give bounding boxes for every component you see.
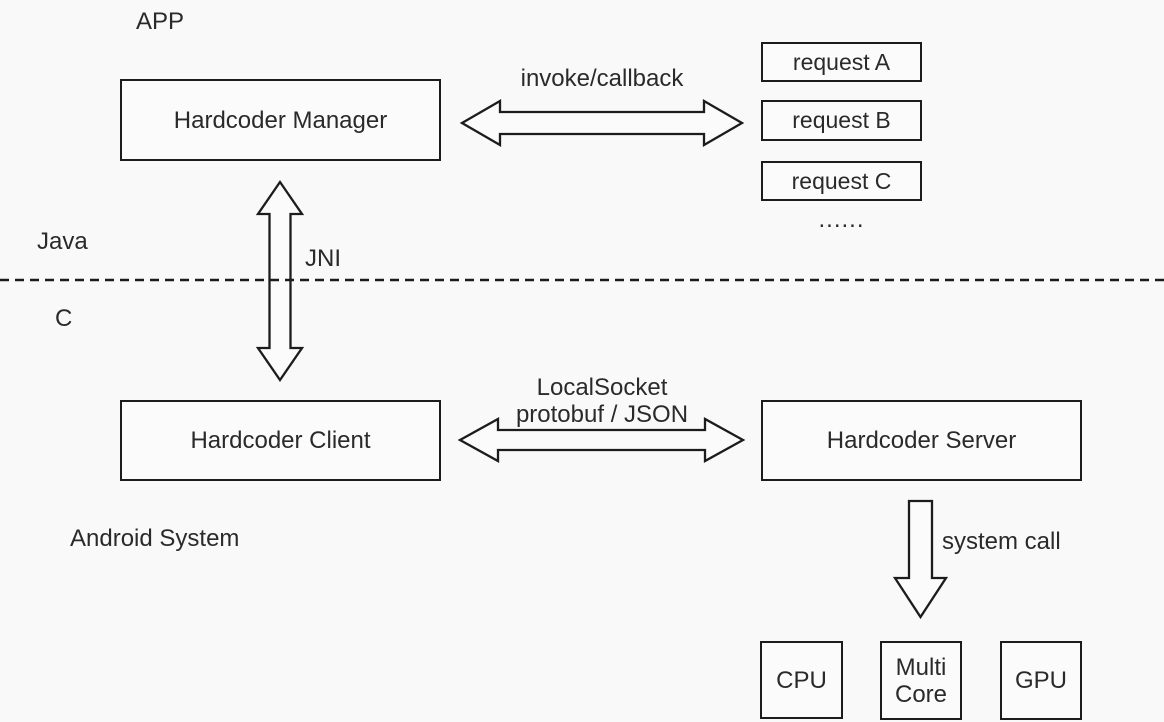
multi-core-box: Multi Core — [880, 641, 962, 720]
localsocket-label-line2: protobuf / JSON — [515, 401, 689, 428]
request-b-box: request B — [761, 100, 922, 141]
system-call-arrow-icon — [892, 499, 949, 620]
hardcoder-client-box: Hardcoder Client — [120, 400, 441, 481]
invoke-callback-label: invoke/callback — [520, 65, 684, 92]
invoke-callback-arrow-icon — [459, 99, 745, 147]
gpu-box: GPU — [1000, 641, 1082, 720]
localsocket-label-line1: LocalSocket — [536, 374, 668, 401]
cpu-box: CPU — [760, 641, 843, 719]
jni-arrow-icon — [255, 179, 305, 383]
layer-label-java: Java — [37, 228, 88, 255]
requests-ellipsis: ...... — [818, 206, 865, 233]
hardcoder-manager-box: Hardcoder Manager — [120, 79, 441, 161]
layer-label-android-system: Android System — [70, 525, 240, 552]
jni-label: JNI — [305, 245, 341, 272]
request-a-box: request A — [761, 42, 922, 82]
layer-label-app: APP — [136, 8, 185, 35]
hardcoder-server-box: Hardcoder Server — [761, 400, 1082, 481]
localsocket-label: LocalSocket protobuf / JSON — [461, 374, 743, 428]
request-c-box: request C — [761, 161, 922, 201]
system-call-label: system call — [942, 528, 1061, 555]
layer-label-c: C — [55, 305, 73, 332]
